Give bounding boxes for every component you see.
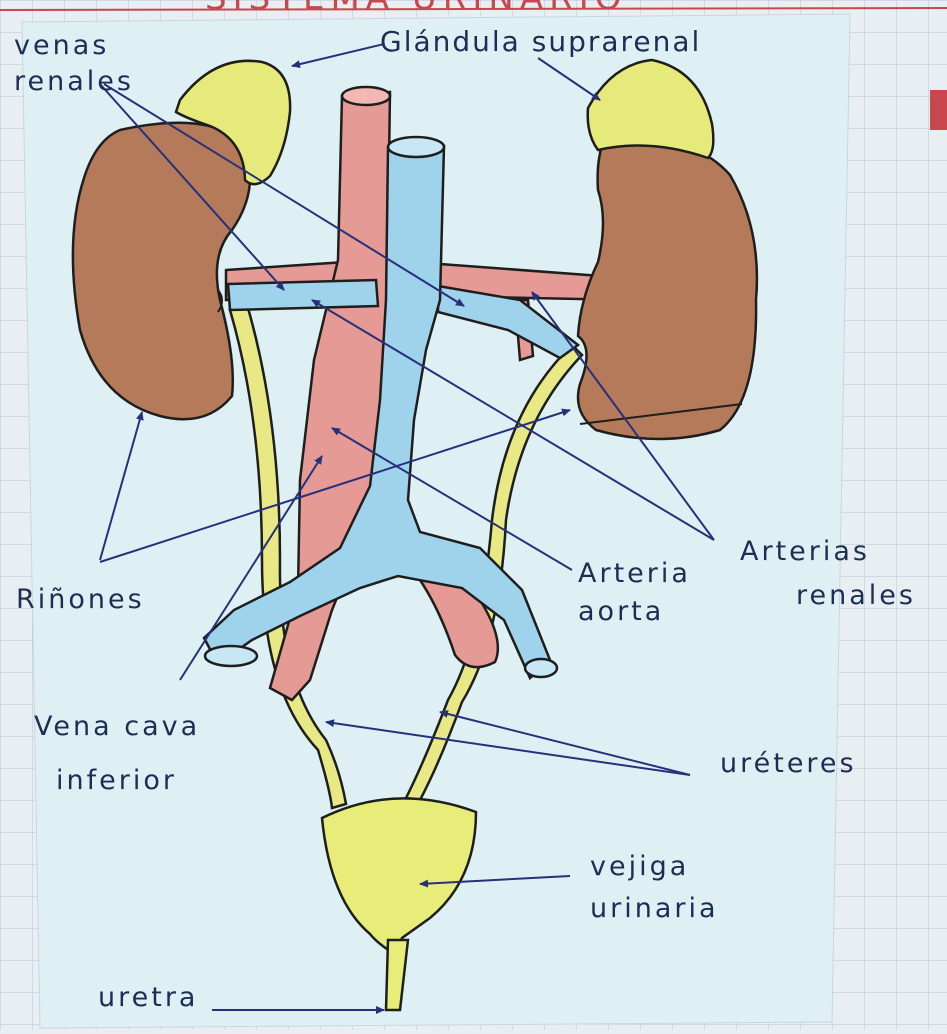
label-vena-cava-inferior: Vena cava inferior [34, 700, 200, 808]
label-arterias-renales: Arterias renales [740, 530, 916, 618]
label-arteria-aorta: Arteria aorta [578, 555, 691, 631]
label-ureteres: uréteres [720, 746, 857, 782]
label-uretra: uretra [98, 980, 198, 1016]
label-venas-renales: venas renales [14, 28, 134, 100]
right-kidney [578, 138, 757, 439]
label-vejiga-urinaria: vejiga urinaria [590, 846, 719, 930]
page-title: SISTEMA URINARIO [205, 0, 628, 18]
label-rinones: Riñones [16, 582, 145, 618]
red-edge-mark [930, 90, 947, 130]
label-glandula-suprarenal: Glándula suprarenal [380, 24, 701, 60]
